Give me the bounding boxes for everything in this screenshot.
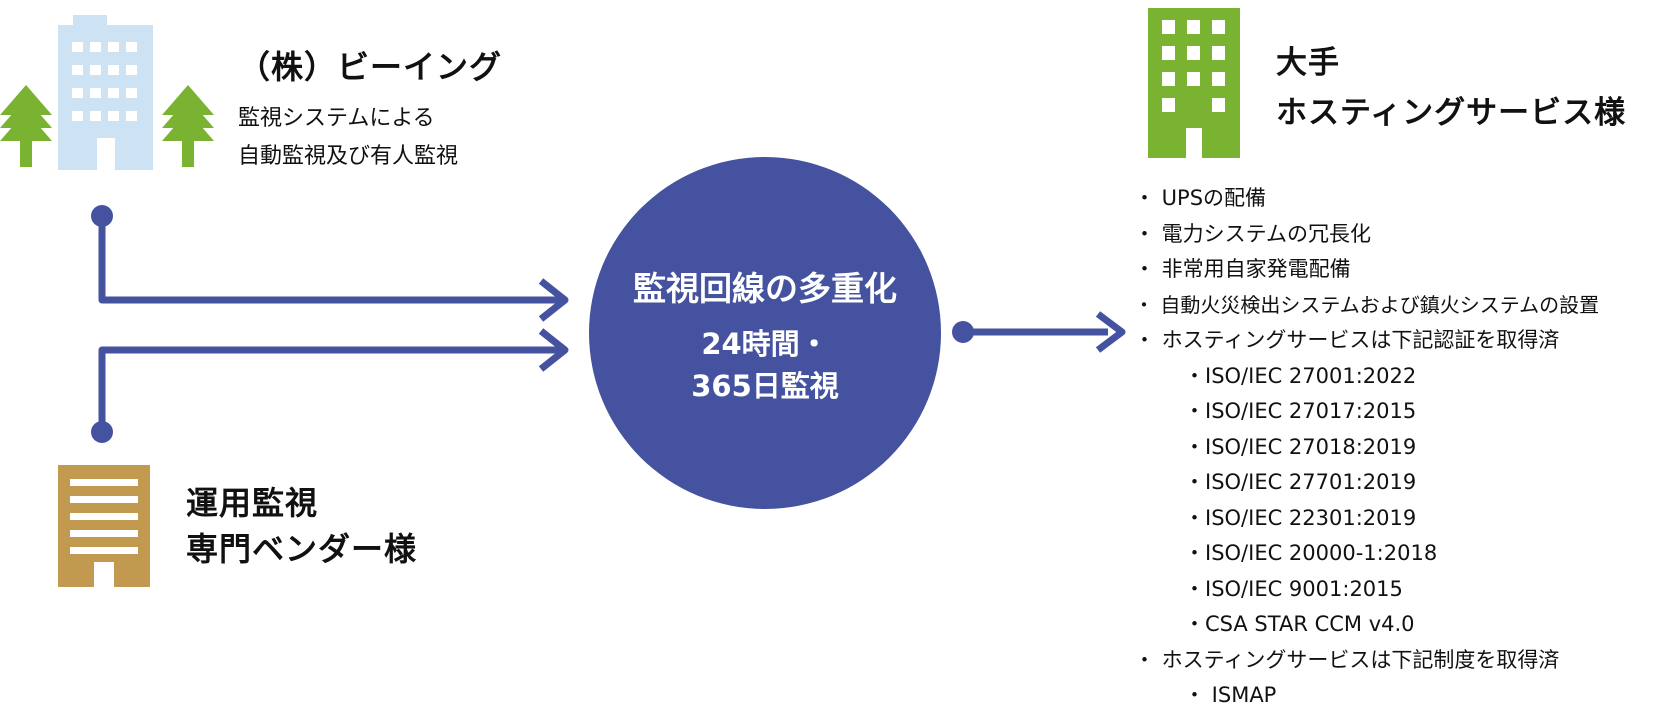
bottom-connector-line <box>98 346 560 432</box>
striped-building-icon <box>58 465 150 587</box>
cert-item: ・ISO/IEC 9001:2015 <box>1184 576 1403 601</box>
cert-item: ・CSA STAR CCM v4.0 <box>1184 612 1415 636</box>
cert-item: ・ISO/IEC 27701:2019 <box>1184 470 1417 494</box>
hosting-line1: 大手 <box>1276 45 1340 81</box>
cert-item: ・ISO/IEC 27001:2022 <box>1184 363 1417 388</box>
center-title: 監視回線の多重化 <box>633 269 897 308</box>
vendor-line2: 専門ベンダー様 <box>186 530 418 568</box>
top-connector-line <box>98 216 560 304</box>
center-line2: 365日監視 <box>691 369 839 403</box>
center-line1: 24時間・ <box>701 327 829 361</box>
top-connector-dot <box>91 205 113 227</box>
green-building-icon <box>1148 8 1240 158</box>
system-item-ismap: ・ ISMAP <box>1184 683 1277 707</box>
cert-item: ・ISO/IEC 27018:2019 <box>1184 434 1417 459</box>
center-circle <box>589 157 941 509</box>
being-description-line1: 監視システムによる <box>238 106 435 131</box>
feature-item-systems: ・ ホスティングサービスは下記制度を取得済 <box>1134 647 1560 672</box>
left-tree-icon <box>0 85 52 167</box>
feature-item-emergency-generator: ・ 非常用自家発電配備 <box>1134 257 1351 281</box>
being-company-label: （株）ビーイング 監視システムによる 自動監視及び有人監視 <box>238 46 502 174</box>
top-arrow-icon <box>538 278 569 322</box>
right-arrow-icon <box>1095 311 1126 353</box>
being-description-line2: 自動監視及び有人監視 <box>238 144 459 169</box>
hosting-feature-list: ・ UPSの配備 ・ 電力システムの冗長化 ・ 非常用自家発電配備 ・ 自動火災… <box>1134 181 1674 714</box>
bottom-connector-dot <box>91 421 113 443</box>
hosting-label: 大手 ホスティングサービス様 <box>1276 38 1626 138</box>
cert-item: ・ISO/IEC 22301:2019 <box>1184 505 1417 530</box>
vendor-line1: 運用監視 <box>186 484 319 522</box>
hosting-line2: ホスティングサービス様 <box>1276 95 1627 131</box>
feature-item-fire-system: ・ 自動火災検出システムおよび鎮火システムの設置 <box>1134 292 1600 317</box>
cert-item: ・ISO/IEC 20000-1:2018 <box>1184 541 1438 565</box>
right-tree-icon <box>162 85 214 167</box>
center-text: 監視回線の多重化 24時間・ 365日監視 <box>589 262 941 406</box>
feature-item-certifications: ・ ホスティングサービスは下記認証を取得済 <box>1134 328 1560 352</box>
feature-item-power-redundancy: ・ 電力システムの冗長化 <box>1134 221 1372 246</box>
cert-item: ・ISO/IEC 27017:2015 <box>1184 399 1417 423</box>
being-company-name: （株）ビーイング <box>238 48 503 86</box>
right-connector-dot <box>952 321 974 343</box>
bottom-arrow-icon <box>538 328 569 372</box>
feature-item-ups: ・ UPSの配備 <box>1134 186 1267 210</box>
office-building-with-trees-icon <box>0 15 214 170</box>
blue-building-icon <box>58 15 153 170</box>
vendor-label: 運用監視 専門ベンダー様 <box>186 480 417 572</box>
